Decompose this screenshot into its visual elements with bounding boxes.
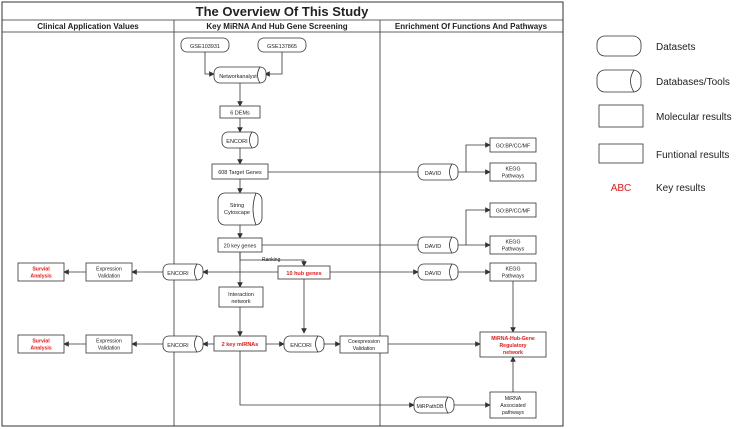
svg-text:MiRNA-Hub-Gene: MiRNA-Hub-Gene [491,336,535,342]
key-node-key-mirnas: 2 key miRNAs [213,335,267,352]
column-header-clinical: Clinical Application Values [37,22,139,31]
svg-text:Molecular results: Molecular results [656,112,732,123]
connectors [63,52,516,408]
legend-item-databases: Databases/Tools [596,69,730,93]
legend: Datasets Databases/Tools Molecular resul… [596,35,732,194]
functional-node-kegg-1: KEGG Pathways [489,162,537,182]
svg-text:ABC: ABC [611,183,632,194]
functional-node-expression-validation-2: Expression Validation [85,334,133,354]
svg-text:Interaction: Interaction [228,292,254,298]
svg-text:6 DEMs: 6 DEMs [230,111,250,117]
functional-node-expression-validation-1: Expression Validation [85,262,133,282]
legend-item-datasets: Datasets [596,35,695,57]
svg-text:Associated: Associated [500,403,525,409]
svg-text:Analysis: Analysis [30,274,51,280]
svg-text:GSE137865: GSE137865 [267,44,297,50]
svg-text:Pathways: Pathways [502,274,525,280]
svg-text:Validation: Validation [98,346,121,352]
svg-text:Expression: Expression [96,267,122,273]
svg-text:KEGG: KEGG [506,240,521,246]
tool-node-mirpathdb: MiRPathDB [413,396,455,414]
tool-node-encori-top: ENCORI [221,131,259,149]
column-header-screening: Key MiRNA And Hub Gene Screening [206,22,347,31]
svg-text:Survial: Survial [32,339,50,345]
tool-node-encori-left-2: ENCORI [162,335,204,353]
tool-node-string-cytoscape: String Cytoscape [217,192,263,226]
key-node-survival-analysis-1: Survial Analysis [17,262,65,282]
svg-text:pathways: pathways [502,410,524,416]
svg-text:10 hub genes: 10 hub genes [286,271,321,277]
svg-text:Coexpression: Coexpression [348,339,380,345]
tool-node-networkanalyst: Networkanalyst [213,66,267,84]
svg-text:Datasets: Datasets [656,42,695,53]
svg-text:ENCORI: ENCORI [167,271,189,277]
tool-node-david-3: DAVID [417,263,459,281]
svg-text:GO:BP/CC/MF: GO:BP/CC/MF [496,144,530,150]
svg-text:608 Target Genes: 608 Target Genes [218,170,262,176]
ranking-label: Ranking [262,257,281,263]
functional-node-kegg-2: KEGG Pathways [489,235,537,255]
molecular-node-6-dems: 6 DEMs [219,105,261,119]
functional-node-mirna-pathways: MiRNA Associated pathways [489,391,537,419]
svg-text:Pathways: Pathways [502,247,525,253]
svg-text:KEGG: KEGG [506,167,521,173]
svg-text:ENCORI: ENCORI [290,343,312,349]
svg-text:DAVID: DAVID [425,244,441,250]
legend-item-key: ABC Key results [611,183,706,194]
svg-text:2 key miRNAs: 2 key miRNAs [222,342,259,348]
legend-item-molecular: Molecular results [598,104,732,128]
column-header-enrichment: Enrichment Of Functions And Pathways [395,22,548,31]
tool-node-david-2: DAVID [417,236,459,254]
svg-text:network: network [503,350,523,356]
legend-item-functional: Funtional results [598,143,729,164]
svg-text:Databases/Tools: Databases/Tools [656,77,730,88]
functional-node-kegg-3: KEGG Pathways [489,262,537,282]
svg-text:GSE103931: GSE103931 [190,44,220,50]
dataset-node-gse103931: GSE103931 [180,37,230,53]
diagram-title: The Overview Of This Study [196,4,369,19]
dataset-node-gse137865: GSE137865 [257,37,307,53]
molecular-node-interaction-network: Interaction network [218,286,264,308]
svg-text:GO:BP/CC/MF: GO:BP/CC/MF [496,209,530,215]
svg-text:KEGG: KEGG [506,267,521,273]
key-node-hub-genes: 10 hub genes [277,265,331,280]
tool-node-david-1: DAVID [417,163,459,181]
svg-text:Expression: Expression [96,339,122,345]
svg-text:Networkanalyst: Networkanalyst [219,74,257,80]
functional-node-go-1: GO:BP/CC/MF [489,137,537,153]
svg-text:Regulatory: Regulatory [499,343,526,349]
molecular-node-coexpression-validation: Coexpression Validation [339,335,389,354]
tool-node-encori-mid: ENCORI [283,335,325,353]
svg-text:Key results: Key results [656,183,705,194]
svg-text:Validation: Validation [353,346,376,352]
key-node-regulatory-network: MiRNA-Hub-Gene Regulatory network [479,331,547,358]
svg-text:ENCORI: ENCORI [226,139,248,145]
svg-text:ENCORI: ENCORI [167,343,189,349]
svg-text:Funtional results: Funtional results [656,150,729,161]
svg-text:Survial: Survial [32,267,50,273]
svg-text:Analysis: Analysis [30,346,51,352]
svg-text:network: network [231,299,251,305]
svg-text:20 key genes: 20 key genes [224,244,257,250]
svg-text:DAVID: DAVID [425,171,441,177]
key-node-survival-analysis-2: Survial Analysis [17,334,65,354]
molecular-node-key-genes: 20 key genes [217,237,263,253]
functional-node-go-2: GO:BP/CC/MF [489,202,537,218]
svg-text:String: String [230,203,244,209]
diagram-frame [1,1,564,427]
svg-text:Pathways: Pathways [502,174,525,180]
svg-text:MiRNA: MiRNA [505,396,522,402]
svg-text:Cytoscape: Cytoscape [224,210,250,216]
svg-text:Validation: Validation [98,274,121,280]
svg-text:MiRPathDB: MiRPathDB [416,404,444,410]
molecular-node-target-genes: 608 Target Genes [211,163,269,180]
tool-node-encori-left-1: ENCORI [162,263,204,281]
svg-text:DAVID: DAVID [425,271,441,277]
